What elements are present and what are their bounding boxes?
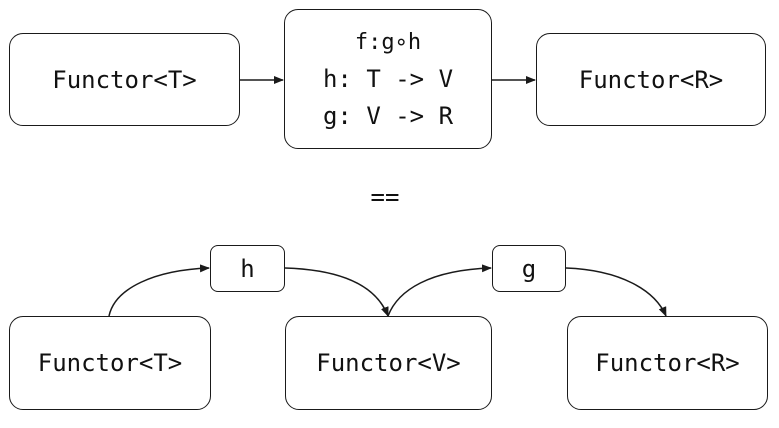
functor-t-label: Functor<T> bbox=[37, 349, 183, 377]
h-label: h bbox=[240, 254, 255, 283]
arrow-g-to-r bbox=[565, 267, 667, 317]
functor-t-label: Functor<T> bbox=[52, 65, 197, 94]
functor-t-box-bottom: Functor<T> bbox=[9, 316, 211, 410]
arrow-h-to-v bbox=[284, 267, 389, 317]
h-function-box: h bbox=[210, 245, 285, 292]
arrow-v-to-g bbox=[387, 264, 492, 317]
equivalence-sign: == bbox=[370, 183, 400, 211]
h-signature: h: T -> V bbox=[322, 64, 454, 93]
functor-r-box-bottom: Functor<R> bbox=[567, 316, 768, 410]
functor-r-label: Functor<R> bbox=[595, 349, 740, 377]
g-label: g bbox=[521, 254, 537, 283]
functor-v-label: Functor<V> bbox=[316, 349, 461, 377]
functor-t-box-top: Functor<T> bbox=[9, 33, 240, 126]
arrow-t-to-h bbox=[108, 264, 210, 317]
functor-r-label: Functor<R> bbox=[578, 65, 724, 94]
g-function-box: g bbox=[492, 245, 566, 292]
g-signature: g: V -> R bbox=[322, 101, 454, 130]
composition-label: f:g∘h bbox=[354, 29, 422, 55]
functor-r-box-top: Functor<R> bbox=[536, 33, 766, 126]
functor-v-box: Functor<V> bbox=[285, 316, 492, 410]
composition-box: f:g∘h h: T -> V g: V -> R bbox=[284, 9, 492, 149]
